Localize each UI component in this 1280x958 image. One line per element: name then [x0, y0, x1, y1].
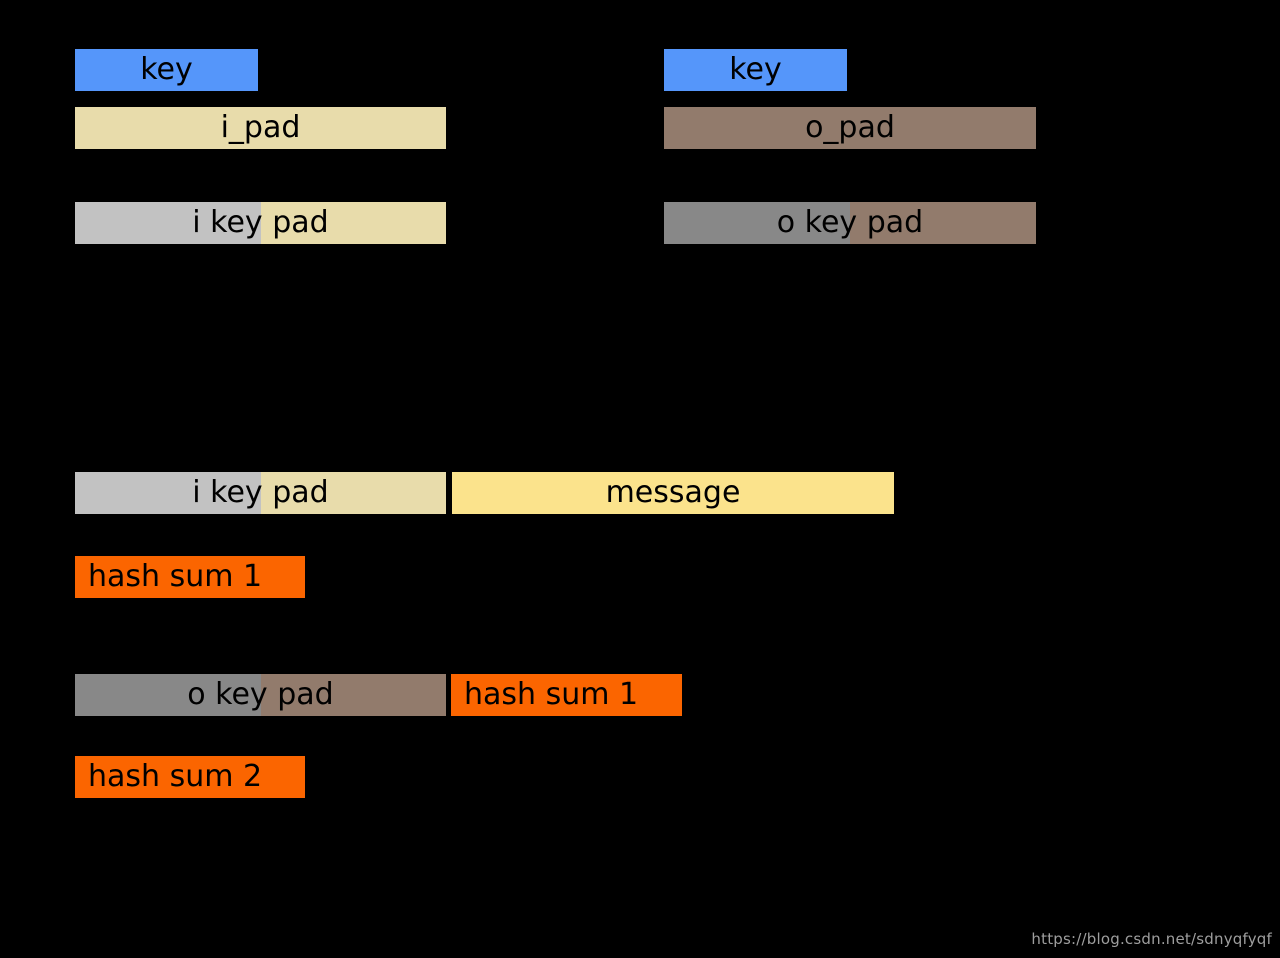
- o-key-pad-box-bottom: o key pad: [75, 674, 446, 716]
- o-key-pad-label-bottom: o key pad: [187, 677, 334, 712]
- key-label-right: key: [729, 52, 782, 87]
- i-pad-box: i_pad: [75, 107, 446, 149]
- hash-sum-1-box: hash sum 1: [75, 556, 305, 598]
- o-pad-label: o_pad: [805, 110, 895, 145]
- message-label: message: [605, 475, 741, 510]
- key-box-left: key: [75, 49, 258, 91]
- o-pad-box: o_pad: [664, 107, 1036, 149]
- i-key-pad-label-top: i key pad: [192, 205, 329, 240]
- message-box: message: [452, 472, 894, 514]
- o-key-pad-box-top: o key pad: [664, 202, 1036, 244]
- hash-sum-1-box-second: hash sum 1: [451, 674, 682, 716]
- o-key-part: [75, 674, 261, 716]
- o-key-pad-label-top: o key pad: [776, 205, 924, 240]
- key-box-right: key: [664, 49, 847, 91]
- hash-sum-2-label: hash sum 2: [88, 759, 263, 794]
- hash-sum-2-box: hash sum 2: [75, 756, 305, 798]
- i-pad-part: [260, 472, 446, 514]
- i-key-part: [75, 202, 261, 244]
- hash-sum-1-label-second: hash sum 1: [464, 677, 639, 712]
- i-key-pad-box-middle: i key pad: [75, 472, 446, 514]
- o-pad-part: [850, 202, 1036, 244]
- i-key-pad-label-middle: i key pad: [192, 475, 329, 510]
- i-pad-part: [260, 202, 446, 244]
- o-pad-part: [260, 674, 446, 716]
- i-key-pad-box-top: i key pad: [75, 202, 446, 244]
- o-key-part: [664, 202, 850, 244]
- hash-sum-1-label: hash sum 1: [88, 559, 263, 594]
- i-key-part: [75, 472, 261, 514]
- key-label-left: key: [140, 52, 193, 87]
- watermark-url: https://blog.csdn.net/sdnyqfyqf: [1031, 930, 1272, 948]
- i-pad-label: i_pad: [220, 110, 301, 145]
